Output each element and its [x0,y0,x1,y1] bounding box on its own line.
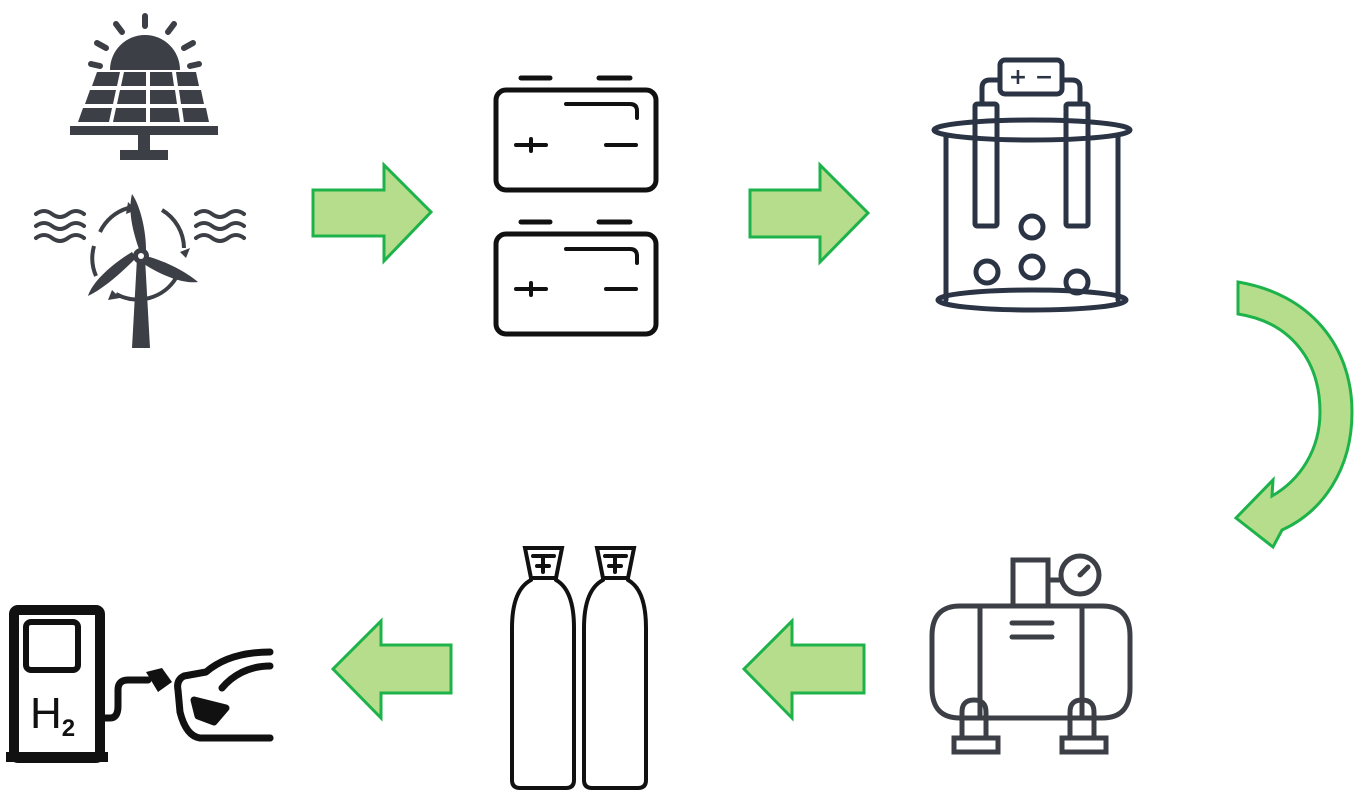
flow-arrow-right-1 [311,161,434,265]
svg-text:H2: H2 [30,689,75,742]
wind-turbine-icon [34,194,246,348]
hydrogen-fuel-pump-icon [6,605,172,763]
electrolyzer-icon [931,57,1133,313]
h2-symbol: H [30,689,62,738]
flow-arrow-left-1 [741,617,866,722]
h2-subscript: 2 [62,715,75,742]
flow-arrow-left-2 [330,617,453,722]
battery-icon [493,75,659,193]
solar-panel-icon [70,13,218,160]
gas-cylinder-icon [582,546,648,790]
compressor-tank-icon [929,553,1133,755]
flow-arrow-right-2 [748,161,871,266]
battery-icon [493,219,659,337]
flow-arrow-curved [1233,280,1354,550]
car-icon [174,648,274,742]
gas-cylinder-icon [510,546,576,790]
electrolyzer-terminals: + − [1009,65,1054,90]
